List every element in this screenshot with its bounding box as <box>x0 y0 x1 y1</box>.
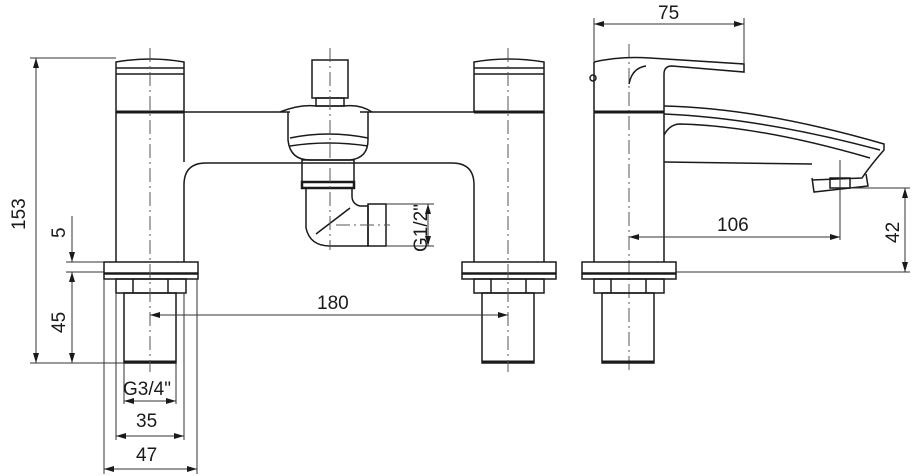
dim-spout-reach: 106 <box>717 215 749 236</box>
dim-centres: 180 <box>317 293 349 314</box>
dim-deck-plate: 5 <box>49 227 70 238</box>
dim-tail-length: 45 <box>49 311 70 333</box>
dim-inlet-thread: G3/4" <box>123 379 171 400</box>
front-view <box>103 58 557 364</box>
dim-overall-height: 153 <box>9 198 30 230</box>
dimension-lines <box>30 18 910 474</box>
dim-handle-depth: 75 <box>658 3 680 24</box>
dim-flange-diameter: 47 <box>136 445 158 466</box>
centre-lines <box>149 44 630 372</box>
dim-shower-outlet-thread: G1/2" <box>411 204 432 252</box>
side-view <box>581 56 885 364</box>
dim-body-diameter: 35 <box>136 411 158 432</box>
dim-spout-height: 42 <box>883 221 904 243</box>
